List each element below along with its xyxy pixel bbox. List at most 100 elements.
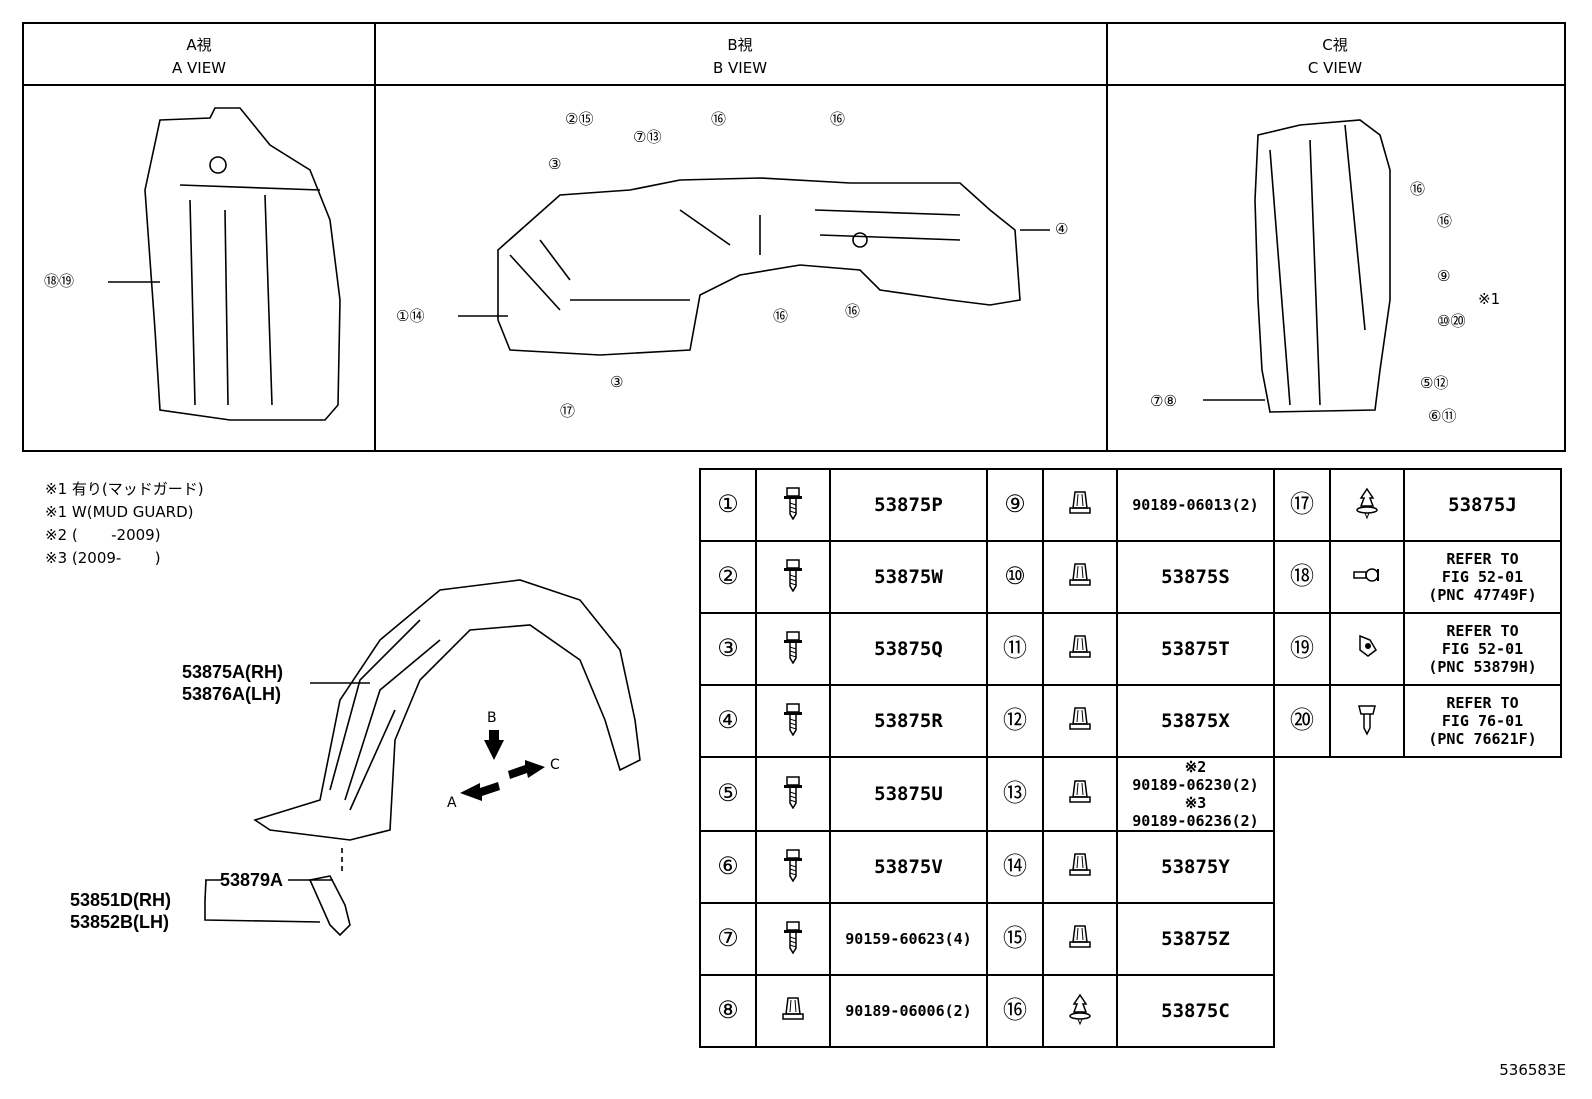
item-number: ⑪ [1003,635,1027,662]
item-number: ⑧ [717,997,739,1024]
item-number-cell: ⑨ [986,468,1044,542]
panel-divider [374,24,376,450]
callout-b-16-bottom1: ⑯ [773,307,789,325]
part-number: 53875W [829,540,988,614]
view-b-title-en: B VIEW [712,59,768,77]
nut-icon [1068,853,1092,886]
callout-c-6-11: ⑥⑪ [1428,407,1457,425]
item-icon-cell [755,684,831,758]
part-number: REFER TO FIG 52-01 (PNC 53879H) [1403,612,1562,686]
item-number-cell: ⑥ [699,830,757,904]
view-c-liner-drawing [1254,119,1391,413]
item-number-cell: ⑩ [986,540,1044,614]
view-b-header: B視 B VIEW [374,34,1106,80]
view-a-title-en: A VIEW [171,59,227,77]
view-a-liner-drawing [144,107,341,421]
view-panels: A視 A VIEW B視 B VIEW C視 C VIEW [22,22,1566,452]
item-number-cell: ⑰ [1273,468,1331,542]
label-liner-rh: 53875A(RH) [182,662,284,682]
callout-c-note1: ※1 [1478,290,1501,308]
callout-c-16-2: ⑯ [1437,212,1453,230]
item-number: ⑲ [1290,635,1314,662]
callout-c-5-12: ⑤⑫ [1420,374,1449,392]
nut-icon [1068,925,1092,958]
part-number: 90189-06006(2) [829,974,988,1048]
item-number-cell: ⑭ [986,830,1044,904]
callout-b-16-bottom2: ⑯ [845,302,861,320]
axis-label-b: B [487,710,497,726]
empty-cell [1274,975,1561,1047]
part-number: 53875X [1116,684,1275,758]
item-number-cell: ⑲ [1273,612,1331,686]
item-icon-cell [1329,612,1405,686]
label-bracket-rh: 53851D(RH) [70,890,172,910]
nut-icon [1068,707,1092,740]
note-3: ※3 (2009- ) [45,549,161,567]
empty-cell [1274,757,1561,831]
item-number-cell: ② [699,540,757,614]
item-number: ⑨ [1004,491,1026,518]
item-icon-cell [1042,612,1118,686]
item-number-cell: ⑳ [1273,684,1331,758]
part-number: 53875Q [829,612,988,686]
callout-a-18-19: ⑱⑲ [44,272,75,290]
item-number: ③ [717,635,739,662]
item-icon-cell [755,830,831,904]
item-number: ⑳ [1290,707,1314,734]
item-icon-cell [755,756,831,832]
clip-icon [1068,993,1092,1030]
callout-b-1-14: ①⑭ [396,307,425,325]
item-number-cell: ① [699,468,757,542]
part-number: ※2 90189-06230(2) ※3 90189-06236(2) [1116,756,1275,832]
notes: ※1 有り(マッドガード) ※1 W(MUD GUARD) ※2 ( -2009… [45,478,204,570]
callout-c-16-1: ⑯ [1410,180,1426,198]
empty-cell [1274,831,1561,903]
note-1-jp: ※1 有り(マッドガード) [45,480,204,498]
bolt-icon [781,776,805,813]
part-number: 90159-60623(4) [829,902,988,976]
item-number: ④ [717,707,739,734]
bolt-icon [781,631,805,668]
nut-icon [1068,491,1092,524]
nut-icon [1068,563,1092,596]
part-number: REFER TO FIG 76-01 (PNC 76621F) [1403,684,1562,758]
callout-c-7-8: ⑦⑧ [1150,392,1177,410]
item-number: ⑦ [717,925,739,952]
callout-b-4: ④ [1055,220,1069,238]
bolt-icon [781,921,805,958]
item-icon-cell [1042,902,1118,976]
view-a-title-jp: A視 [186,36,212,54]
item-number-cell: ⑱ [1273,540,1331,614]
clip-icon [1355,487,1379,524]
item-icon-cell [755,612,831,686]
item-number-cell: ⑬ [986,756,1044,832]
part-number: 53875T [1116,612,1275,686]
header-divider [24,84,1564,86]
view-c-header: C視 C VIEW [1106,34,1564,80]
item-icon-cell [1329,540,1405,614]
callout-b-16-top1: ⑯ [711,110,727,128]
nut-icon [1068,635,1092,668]
callout-b-17: ⑰ [560,402,576,420]
retainer-icon [1354,634,1380,666]
item-number-cell: ⑮ [986,902,1044,976]
nut-icon [781,997,805,1030]
item-icon-cell [1042,974,1118,1048]
axis-arrows [460,730,545,801]
item-number: ⑮ [1003,925,1027,952]
item-icon-cell [1042,830,1118,904]
part-number: 90189-06013(2) [1116,468,1275,542]
table-row: ③ 53875Q ⑪ 53875T ⑲ REFER TO FIG 52-01 (PNC 5… [699,612,1562,686]
item-number: ① [717,491,739,518]
empty-cell [1274,903,1561,975]
item-icon-cell [1329,684,1405,758]
callout-b-2-15: ②⑮ [565,110,594,128]
view-b-title-jp: B視 [727,36,753,54]
